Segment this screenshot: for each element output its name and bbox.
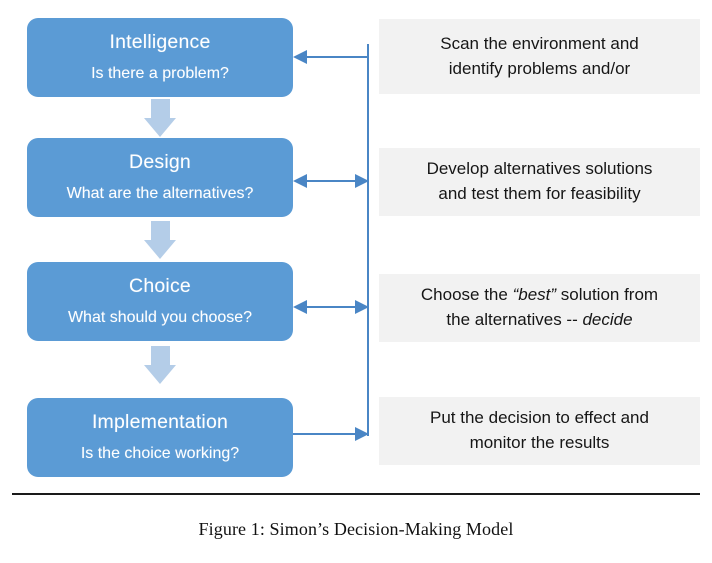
arrow-head <box>144 240 176 259</box>
down-arrow-icon <box>144 221 177 259</box>
horizontal-divider <box>12 493 700 495</box>
stage-box-implementation[interactable]: Implementation Is the choice working? <box>27 398 293 477</box>
arrow-head <box>144 118 176 137</box>
arrow-shaft <box>151 221 170 241</box>
arrow-shaft <box>303 180 359 182</box>
stage-box-choice[interactable]: Choice What should you choose? <box>27 262 293 341</box>
stage-question: What should you choose? <box>67 308 253 326</box>
figure-caption: Figure 1: Simon’s Decision-Making Model <box>198 519 514 539</box>
arrow-head-right-icon <box>355 300 369 314</box>
stage-title: Intelligence <box>109 31 211 54</box>
down-arrow-icon <box>144 346 177 384</box>
arrow-head-right-icon <box>355 427 369 441</box>
stage-question: What are the alternatives? <box>66 184 254 202</box>
stage-question: Is there a problem? <box>91 64 229 82</box>
connector-arrow-choice <box>293 299 369 315</box>
arrow-shaft <box>293 433 359 435</box>
arrow-shaft <box>151 346 170 366</box>
connector-arrow-design <box>293 173 369 189</box>
arrow-shaft <box>303 56 367 58</box>
stage-title: Design <box>129 151 191 174</box>
arrow-head-left-icon <box>293 50 307 64</box>
arrow-head-left-icon <box>293 300 307 314</box>
arrow-head-left-icon <box>293 174 307 188</box>
arrow-head-right-icon <box>355 174 369 188</box>
connector-spine <box>367 44 369 436</box>
stage-box-intelligence[interactable]: Intelligence Is there a problem? <box>27 18 293 97</box>
diagram-stage: Intelligence Is there a problem? Design … <box>27 18 700 477</box>
stage-title: Implementation <box>91 411 229 434</box>
arrow-head <box>144 365 176 384</box>
arrow-shaft <box>151 99 170 119</box>
arrow-shaft <box>303 306 359 308</box>
connector-arrow-implementation <box>293 426 369 442</box>
stage-question: Is the choice working? <box>80 444 240 462</box>
stage-box-design[interactable]: Design What are the alternatives? <box>27 138 293 217</box>
connector-arrow-intelligence <box>293 49 369 65</box>
stage-title: Choice <box>129 275 191 298</box>
down-arrow-icon <box>144 99 177 137</box>
